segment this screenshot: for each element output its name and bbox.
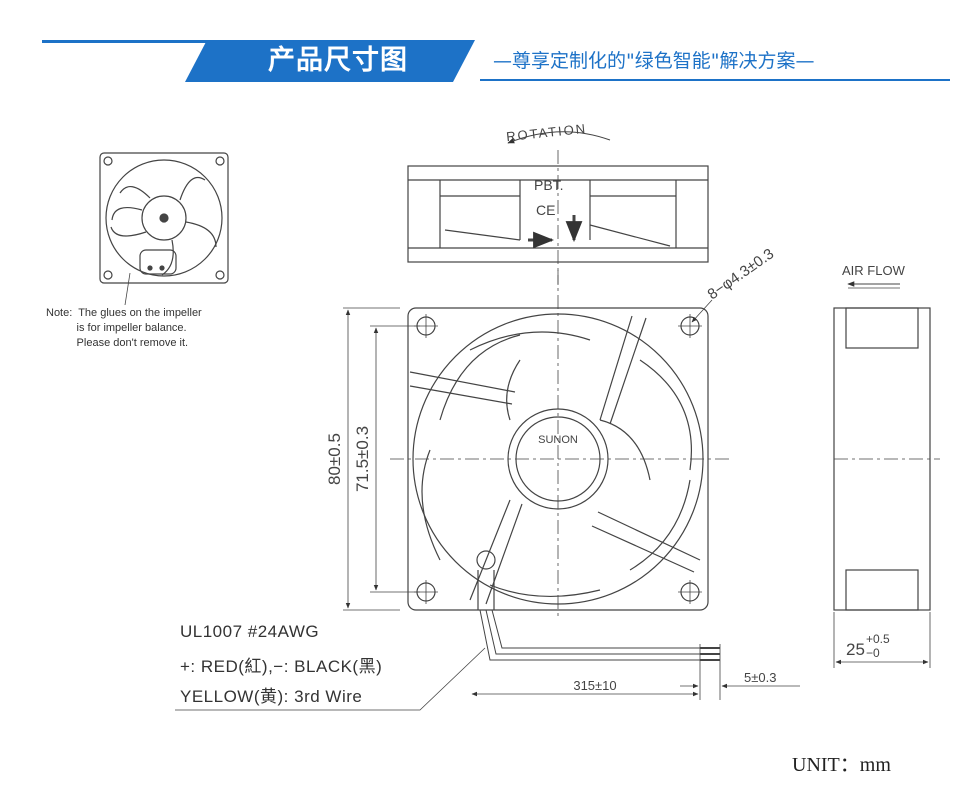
page-subtitle: —尊享定制化的"绿色智能"解决方案— xyxy=(493,50,815,72)
header-rule-left xyxy=(42,40,217,43)
hole-dimension: 8−φ4.3±0.3 xyxy=(705,245,778,303)
note-line: Please don't remove it. xyxy=(46,337,189,349)
unit-label: UNIT：mm xyxy=(792,754,891,776)
depth-tolerance-lower: −0 xyxy=(866,646,880,660)
depth-dimension: 25 xyxy=(846,640,865,659)
air-flow-label: AIR FLOW xyxy=(842,263,906,278)
impeller-note: Note: The glues on the impeller is for i… xyxy=(46,306,202,351)
lead-length-dimension: 315±10 xyxy=(573,678,616,693)
fan-thumbnail xyxy=(99,152,229,284)
hole-pitch-dimension: 71.5±0.3 xyxy=(353,426,372,492)
pbt-label: PBT. xyxy=(534,177,564,193)
depth-tolerance-upper: +0.5 xyxy=(866,632,890,646)
header-rule-right xyxy=(480,79,950,81)
width-dimension: 80±0.5 xyxy=(325,433,344,485)
ce-mark: CE xyxy=(536,202,555,218)
rotation-label: ROTATION xyxy=(505,121,587,144)
wire-spec-line-3: YELLOW(黄): 3rd Wire xyxy=(180,687,363,706)
note-line: is for impeller balance. xyxy=(46,322,187,334)
section-header: 产品尺寸图 —尊享定制化的"绿色智能"解决方案— xyxy=(0,0,980,100)
header-title-banner xyxy=(185,40,475,82)
page-title: 产品尺寸图 xyxy=(268,45,408,76)
strip-length-dimension: 5±0.3 xyxy=(744,670,776,685)
wire-spec-line-2: +: RED(紅),−: BLACK(黑) xyxy=(180,657,383,676)
fan-side-view xyxy=(833,307,940,611)
wire-spec-line-1: UL1007 #24AWG xyxy=(180,622,320,641)
note-line: Note: The glues on the impeller xyxy=(46,307,202,319)
brand-label: SUNON xyxy=(538,434,578,446)
